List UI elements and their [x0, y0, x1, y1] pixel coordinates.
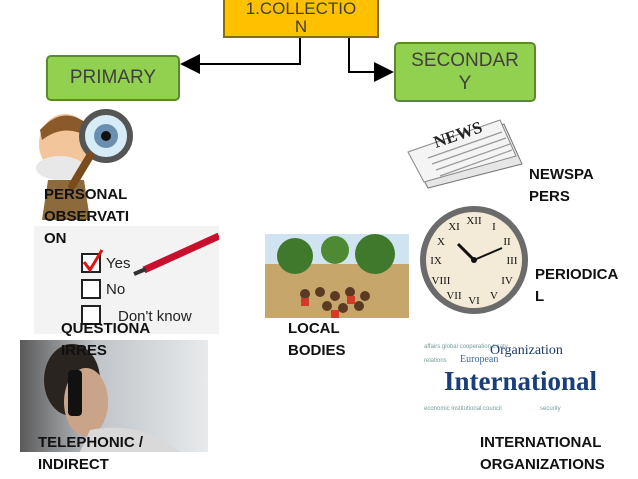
svg-text:security: security [540, 406, 561, 412]
svg-text:II: II [503, 236, 511, 248]
primary-label: PRIMARY [69, 67, 157, 88]
label-telephonic-indirect: TELEPHONIC / INDIRECT [38, 434, 144, 473]
word-cloud-organization: Organization [490, 343, 563, 358]
checklist-no: No [106, 281, 125, 298]
label-local-bodies: LOCAL BODIES [288, 320, 346, 359]
word-cloud-international: International [444, 366, 596, 396]
label-questionnaires: QUESTIONA IRRES [61, 320, 151, 359]
word-cloud-icon: affairs global cooperation treaty econom… [420, 338, 596, 416]
label-periodical: PERIODICA L [535, 266, 619, 305]
svg-text:III: III [507, 255, 518, 267]
svg-text:I: I [492, 221, 496, 233]
svg-text:relations: relations [424, 358, 447, 364]
svg-text:V: V [490, 290, 498, 302]
svg-text:XI: XI [448, 221, 460, 233]
primary-node: PRIMARY [46, 55, 180, 101]
label-international-organizations: INTERNATIONAL ORGANIZATIONS [480, 434, 605, 473]
secondary-node: SECONDAR Y [394, 42, 536, 102]
connector-to-primary [180, 38, 301, 74]
svg-text:economic institutional council: economic institutional council [424, 406, 502, 412]
connector-to-secondary [348, 38, 394, 82]
newspaper-icon: NEWS [407, 118, 523, 189]
checklist-yes: Yes [106, 255, 130, 272]
label-personal-observation: PERSONAL OBSERVATI ON [44, 186, 130, 247]
svg-text:X: X [437, 236, 445, 248]
svg-text:VIII: VIII [432, 275, 451, 287]
svg-text:affairs global cooperation tre: affairs global cooperation treaty [424, 344, 508, 350]
svg-text:IX: IX [430, 255, 442, 267]
secondary-label: SECONDAR Y [411, 50, 519, 94]
collection-node: 1.COLLECTIO N [223, 0, 379, 38]
collection-label: 1.COLLECTIO N [245, 0, 357, 36]
svg-text:VI: VI [468, 295, 480, 307]
detective-magnifier-icon [36, 109, 133, 220]
svg-text:VII: VII [446, 290, 462, 302]
phone-call-icon [20, 340, 208, 452]
label-newspapers: NEWSPA PERS [529, 166, 594, 205]
checklist-icon: Yes No Don't know [34, 226, 219, 334]
svg-text:IV: IV [501, 275, 513, 287]
checklist-dont-know: Don't know [118, 308, 192, 325]
svg-text:XII: XII [466, 215, 482, 227]
village-meeting-icon [265, 234, 409, 318]
word-cloud-european: European [460, 354, 498, 365]
